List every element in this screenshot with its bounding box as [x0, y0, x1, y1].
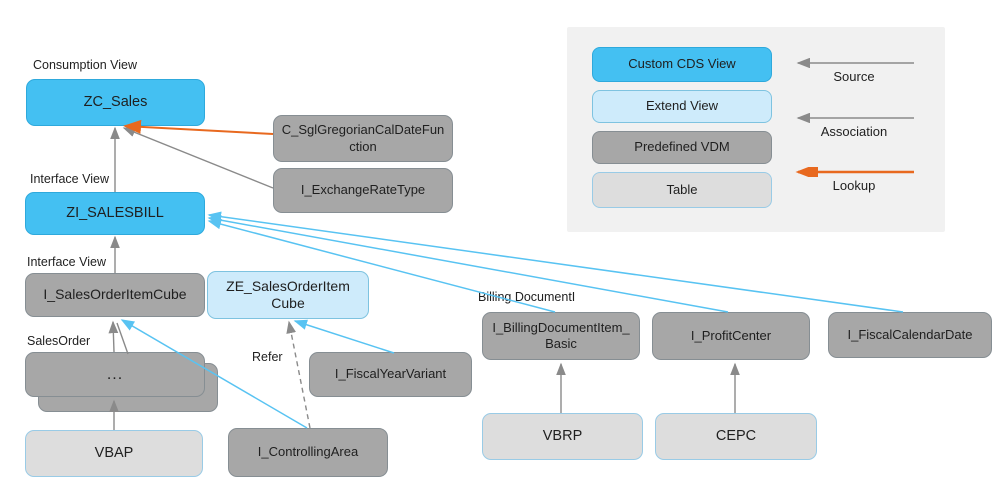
- legend-association-row: Association: [789, 113, 919, 139]
- sales-order-label: SalesOrder: [27, 334, 91, 348]
- node-i-exchange-rate-type: I_ExchangeRateType: [273, 168, 453, 213]
- interface-view-label-bottom: Interface View: [27, 255, 106, 269]
- edge-stack-back-to-i-sales-order-item-cube: [116, 322, 129, 355]
- legend-custom-cds-view: Custom CDS View: [592, 47, 772, 82]
- node-ze-sales-order-item-cube: ZE_SalesOrderItemCube: [207, 271, 369, 319]
- association-arrow-icon: [796, 113, 914, 123]
- legend-source-label: Source: [833, 69, 875, 84]
- legend-source-row: Source: [789, 58, 919, 84]
- node-zi-salesbill: ZI_SALESBILL: [25, 192, 205, 235]
- edge-i-fiscal-year-variant-to-ze: [293, 319, 395, 354]
- node-i-sales-order-item-cube: I_SalesOrderItemCube: [25, 273, 205, 317]
- source-arrow-icon: [796, 58, 914, 68]
- node-i-profit-center: I_ProfitCenter: [652, 312, 810, 360]
- edge-i-controlling-area-to-ze-refer-dashed: [286, 320, 311, 429]
- node-i-fiscal-year-variant: I_FiscalYearVariant: [309, 352, 472, 397]
- consumption-view-label: Consumption View: [33, 58, 137, 72]
- node-vbap: VBAP: [25, 430, 203, 477]
- edge-c-sgl-to-zc-sales-lookup: [123, 119, 274, 135]
- node-i-billing-document-item-basic: I_BillingDocumentItem_Basic: [482, 312, 640, 360]
- edge-stack-front-to-i-sales-order-item-cube: [108, 320, 119, 353]
- billing-document-label: Billing DocumentI: [478, 290, 576, 304]
- interface-view-label-top: Interface View: [30, 172, 109, 186]
- node-sales-order-stack-front: ...: [25, 352, 205, 397]
- legend-lookup-row: Lookup: [789, 167, 919, 193]
- legend-lookup-label: Lookup: [832, 178, 876, 193]
- node-c-sgl-gregorian-cal-date-function: C_SglGregorianCalDateFunction: [273, 115, 453, 162]
- legend-association-label: Association: [820, 124, 888, 139]
- edge-i-exchange-rate-type-to-zc-sales: [122, 127, 274, 189]
- node-cepc: CEPC: [655, 413, 817, 460]
- legend-table: Table: [592, 172, 772, 208]
- legend-predefined-vdm: Predefined VDM: [592, 131, 772, 164]
- refer-label: Refer: [252, 350, 283, 364]
- lookup-arrow-icon: [795, 167, 914, 177]
- node-zc-sales: ZC_Sales: [26, 79, 205, 126]
- node-i-controlling-area: I_ControllingArea: [228, 428, 388, 477]
- node-i-fiscal-calendar-date: I_FiscalCalendarDate: [828, 312, 992, 358]
- legend-extend-view: Extend View: [592, 90, 772, 123]
- legend-panel: Custom CDS View Extend View Predefined V…: [567, 27, 945, 232]
- node-vbrp: VBRP: [482, 413, 643, 460]
